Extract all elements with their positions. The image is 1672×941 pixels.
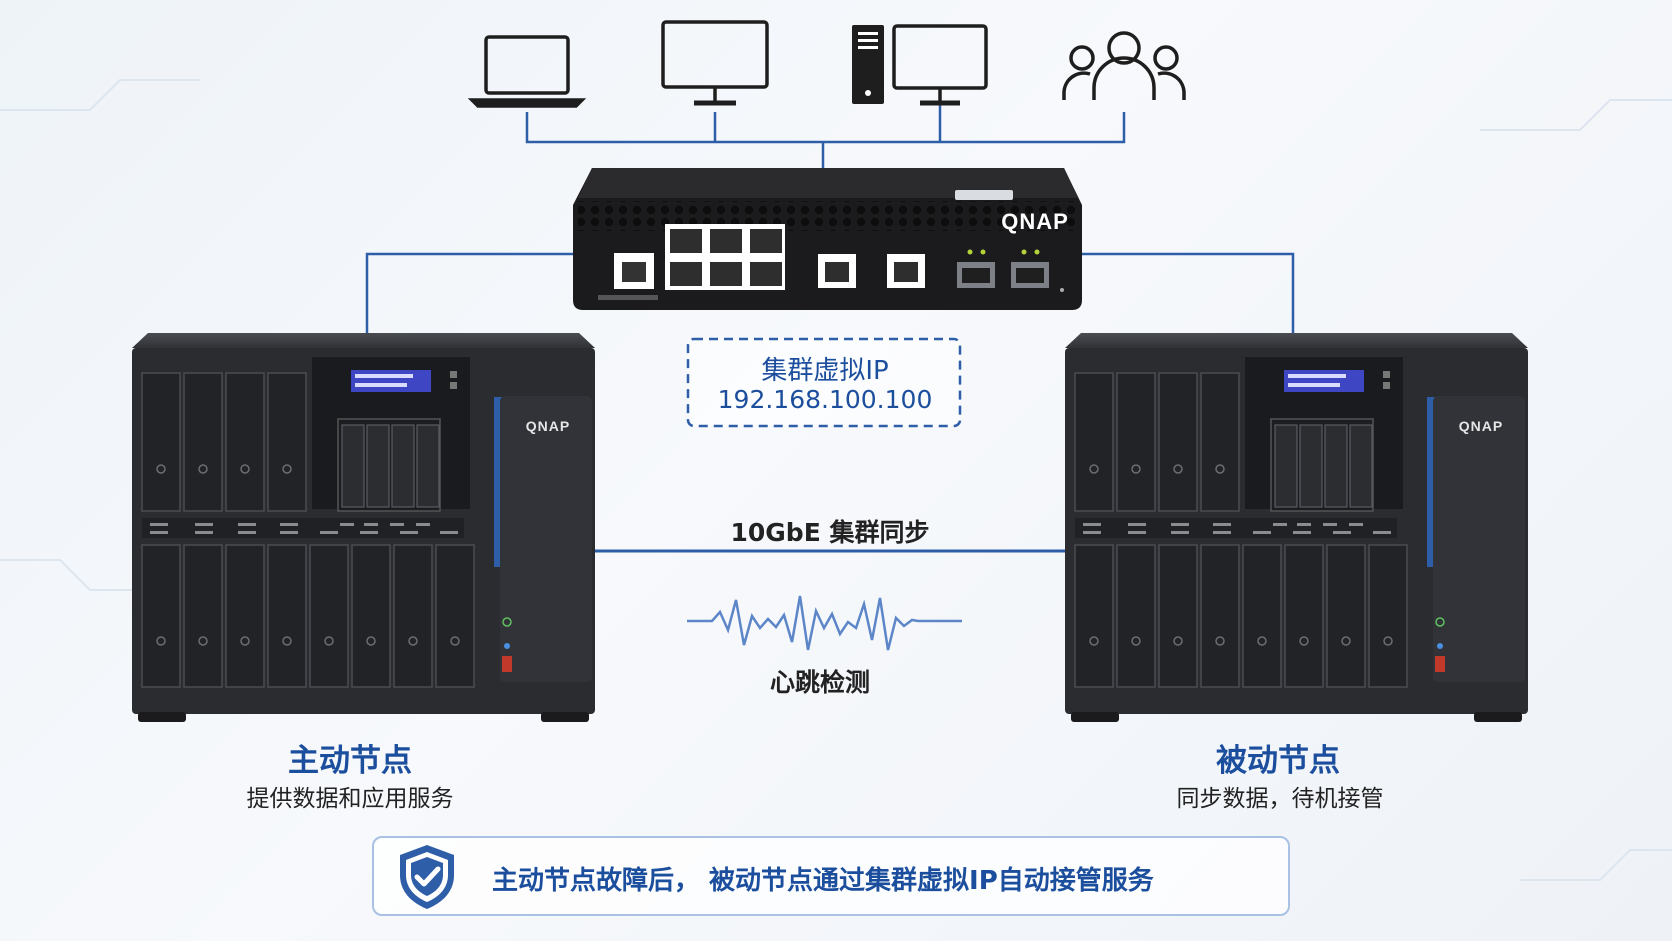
desktop-tower-icon	[852, 24, 988, 106]
failover-banner	[372, 836, 1290, 916]
network-switch: QNAP	[573, 168, 1082, 310]
client-network-lines	[525, 105, 1126, 170]
shield-check-icon	[400, 845, 454, 909]
heartbeat-label: 心跳检测	[769, 668, 870, 697]
active-nas-device: QNAP	[132, 333, 595, 722]
passive-node-title: 被动节点	[1216, 743, 1340, 779]
heartbeat-waveform	[687, 595, 962, 651]
virtual-ip-title: 集群虚拟IP	[761, 356, 889, 386]
monitor-icon	[661, 20, 769, 106]
users-icon	[1062, 31, 1186, 100]
passive-node-description: 同步数据，待机接管	[1176, 786, 1384, 812]
active-node-description: 提供数据和应用服务	[246, 786, 454, 812]
virtual-ip-address: 192.168.100.100	[717, 385, 933, 414]
passive-nas-brand-logo: QNAP	[1459, 418, 1503, 434]
active-node-title: 主动节点	[288, 743, 412, 779]
active-nas-brand-logo: QNAP	[526, 418, 570, 434]
virtual-ip-box	[686, 337, 962, 428]
laptop-icon	[467, 35, 587, 108]
background-circuit	[0, 79, 1672, 881]
passive-nas-device: QNAP	[1065, 333, 1528, 722]
cluster-sync-label: 10GbE 集群同步	[730, 518, 930, 547]
failover-banner-text: 主动节点故障后， 被动节点通过集群虚拟IP自动接管服务	[492, 866, 1154, 896]
switch-port-block	[665, 224, 785, 290]
switch-brand-logo: QNAP	[1001, 209, 1069, 234]
switch-nas-lines	[365, 252, 1295, 333]
